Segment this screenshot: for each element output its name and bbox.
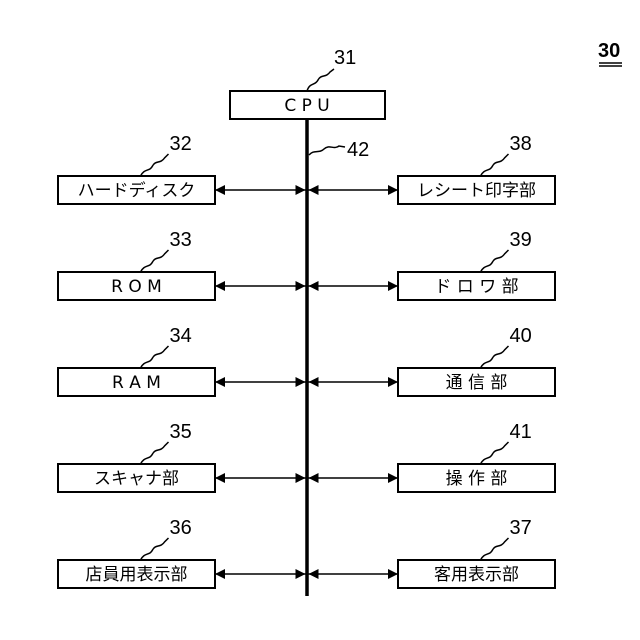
left-block-4-ref-leader [141,538,169,560]
left-block-1-ref-number: 33 [170,229,192,251]
right-block-0-ref-number: 38 [510,133,532,155]
cpu-block: C P U [230,91,385,119]
right-connector-4 [307,569,398,579]
bus-ref-number: 42 [347,139,369,161]
left-connector-0-arrow-to-bus [296,185,306,195]
bus-section [215,119,398,596]
cpu-ref-leader [307,69,334,91]
left-block-0-ref: 32 [141,133,192,176]
left-connector-3-arrow-to-block [215,473,225,483]
right-block-0-ref: 38 [481,133,532,176]
right-connector-1 [307,281,398,291]
left-block-0: ハードディスク [58,176,215,204]
right-block-0-label: レシート印字部 [417,181,536,201]
right-block-4-ref-leader [481,538,509,560]
bus-ref: 42 [309,139,369,161]
left-connector-1-arrow-to-block [215,281,225,291]
left-connector-4 [215,569,307,579]
right-block-3-ref: 41 [481,421,532,464]
right-block-4-ref-number: 37 [510,517,532,539]
left-connector-4-arrow-to-bus [296,569,306,579]
left-connector-4-arrow-to-block [215,569,225,579]
left-block-4: 店員用表示部 [58,560,215,588]
right-block-2-ref-number: 40 [510,325,532,347]
right-connector-1-arrow-to-bus [309,281,319,291]
left-block-1-ref: 33 [141,229,192,272]
left-block-4-ref: 36 [141,517,192,560]
left-connector-2-arrow-to-block [215,377,225,387]
bus-ref-leader [309,146,345,155]
left-block-2-label: R A M [112,373,161,393]
left-block-3-ref-number: 35 [170,421,192,443]
right-block-1-ref: 39 [481,229,532,272]
left-block-2-ref-leader [141,346,169,368]
right-connector-3-arrow-to-bus [309,473,319,483]
right-block-4-label: 客用表示部 [434,565,519,585]
right-connector-0-arrow-to-bus [309,185,319,195]
right-block-3-label: 操 作 部 [446,469,508,489]
cpu-ref: 31 [307,47,356,91]
left-block-1-ref-leader [141,250,169,272]
right-connector-3 [307,473,398,483]
left-connector-0 [215,185,307,195]
left-block-0-label: ハードディスク [78,180,196,201]
right-block-0-ref-leader [481,154,509,176]
left-block-1-label: R O M [111,277,162,297]
right-block-2-ref: 40 [481,325,532,368]
right-connector-3-arrow-to-block [388,473,398,483]
cpu-label: C P U [284,96,329,116]
right-block-2-label: 通 信 部 [446,373,508,393]
left-block-3-ref-leader [141,442,169,464]
right-connector-0-arrow-to-block [388,185,398,195]
right-connector-2-arrow-to-bus [309,377,319,387]
left-connector-1 [215,281,307,291]
right-connector-2-arrow-to-block [388,377,398,387]
right-block-1-ref-number: 39 [510,229,532,251]
right-block-1-ref-leader [481,250,509,272]
right-connector-2 [307,377,398,387]
right-connector-1-arrow-to-block [388,281,398,291]
right-block-3-ref-number: 41 [510,421,532,443]
left-block-1: R O M [58,272,215,300]
left-block-2-ref-number: 34 [170,325,192,347]
cpu-ref-number: 31 [334,47,356,69]
right-block-0: レシート印字部 [398,176,555,204]
left-connector-3 [215,473,307,483]
right-connector-4-arrow-to-block [388,569,398,579]
left-block-4-ref-number: 36 [170,517,192,539]
right-connector-4-arrow-to-bus [309,569,319,579]
left-block-3: スキャナ部 [58,464,215,492]
left-connector-0-arrow-to-block [215,185,225,195]
left-block-2: R A M [58,368,215,396]
right-block-3-ref-leader [481,442,509,464]
left-block-0-ref-leader [141,154,169,176]
left-block-3-ref: 35 [141,421,192,464]
left-block-4-label: 店員用表示部 [86,565,188,585]
left-block-0-ref-number: 32 [170,133,192,155]
left-block-3-label: スキャナ部 [94,469,179,489]
right-block-1-label: ド ロ ワ 部 [434,277,518,297]
left-connector-1-arrow-to-bus [296,281,306,291]
figure-heading: 30 [598,40,622,66]
right-connector-0 [307,185,398,195]
figure-number: 30 [598,40,620,62]
left-block-2-ref: 34 [141,325,192,368]
right-block-2: 通 信 部 [398,368,555,396]
right-block-4-ref: 37 [481,517,532,560]
right-block-2-ref-leader [481,346,509,368]
left-connector-2 [215,377,307,387]
right-block-4: 客用表示部 [398,560,555,588]
left-connector-2-arrow-to-bus [296,377,306,387]
left-connector-3-arrow-to-bus [296,473,306,483]
right-block-1: ド ロ ワ 部 [398,272,555,300]
right-block-3: 操 作 部 [398,464,555,492]
